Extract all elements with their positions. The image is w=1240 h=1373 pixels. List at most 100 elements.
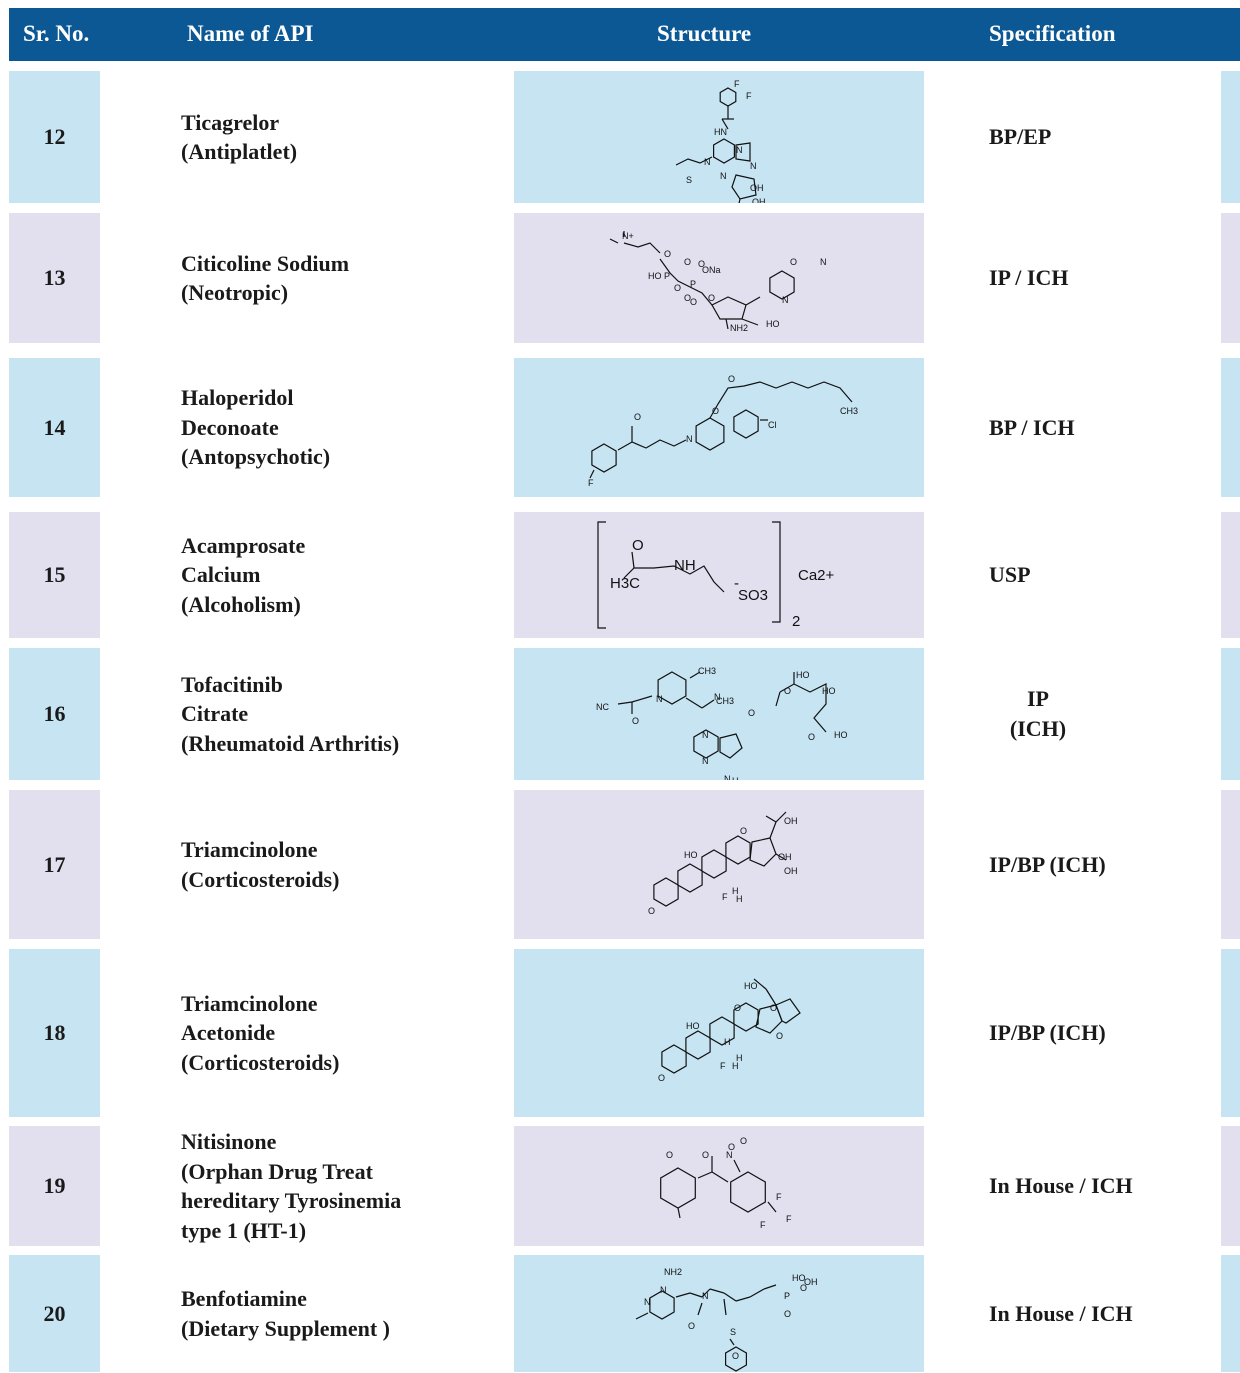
- api-name-line: Citicoline Sodium: [181, 250, 350, 276]
- structure-atom-label: N: [644, 1297, 651, 1307]
- api-name-line: Nitisinone: [181, 1129, 277, 1154]
- structure-atom-label: N: [686, 434, 693, 444]
- structure-atom-label: Ca2+: [798, 567, 835, 584]
- api-name-line: Acamprosate: [181, 532, 306, 558]
- structure-atom-label: O: [632, 716, 639, 726]
- api-name-line: (Rheumatoid Arthritis): [181, 730, 400, 756]
- specification-cell: BP/EP: [940, 71, 1180, 203]
- specification-line: BP/EP: [989, 124, 1052, 149]
- specification-line: IP/BP (ICH): [989, 1020, 1106, 1045]
- specification-line: BP / ICH: [989, 414, 1075, 440]
- structure-atom-label: N: [702, 756, 709, 766]
- row-edge-strip: [1221, 213, 1240, 343]
- structure-atom-label: F: [760, 1220, 766, 1230]
- api-name-line: Triamcinolone: [181, 990, 318, 1016]
- specification-cell: In House / ICH: [940, 1255, 1180, 1372]
- structure-atom-label: HO: [766, 319, 780, 329]
- structure-atom-label: N: [820, 257, 827, 267]
- structure-atom-label: F: [734, 79, 740, 89]
- structure-atom-label: O: [702, 1150, 709, 1160]
- specification-cell: USP: [940, 512, 1180, 638]
- structure-atom-label: HO: [744, 981, 758, 991]
- structure-atom-label: F: [746, 91, 752, 101]
- specification-line: IP/BP (ICH): [989, 851, 1106, 877]
- api-name-cell: Ticagrelor (Antiplatlet): [181, 71, 501, 203]
- table-header: Sr. No. Name of API Structure Specificat…: [9, 8, 1240, 61]
- structure-atom-label: H: [732, 886, 739, 896]
- structure-atom-label: CH3: [840, 406, 858, 416]
- row-edge-strip: [1221, 648, 1240, 780]
- structure-atom-label: HO: [686, 1021, 700, 1031]
- structure-atom-label: O: [784, 1309, 791, 1319]
- api-name-line: (Orphan Drug Treat: [181, 1158, 373, 1184]
- structure-atom-label: N: [660, 1285, 667, 1295]
- structure-atom-label: N: [750, 161, 757, 171]
- structure-atom-label: O: [740, 1136, 747, 1146]
- structure-atom-label: HO: [822, 686, 836, 696]
- api-name-line: (Antiplatlet): [181, 139, 298, 164]
- specification-line: (ICH): [1009, 716, 1067, 741]
- specification-line: IP: [1027, 686, 1049, 711]
- api-name-line: (Corticosteroids): [181, 1049, 340, 1075]
- structure-atom-label: HN: [714, 127, 727, 137]
- structure-atom-label: P: [690, 279, 696, 289]
- structure-atom-label: S: [686, 175, 692, 185]
- structure-atom-label: OH: [778, 852, 792, 862]
- specification-cell: IP/BP (ICH): [940, 790, 1180, 939]
- structure-atom-label: HO: [796, 670, 810, 680]
- api-name-line: Ticagrelor: [181, 109, 280, 135]
- structure-atom-label: O: [748, 708, 755, 718]
- sr-no-cell: 16: [9, 648, 100, 780]
- structure-atom-label: O: [740, 826, 747, 836]
- structure-atom-label: OH: [804, 1277, 818, 1287]
- structure-atom-label: O: [648, 906, 655, 916]
- structure-atom-label: N: [724, 774, 731, 780]
- api-name-line: (Antopsychotic): [181, 444, 331, 470]
- structure-atom-label: H: [732, 1061, 739, 1071]
- structure-atom-label: O: [632, 537, 644, 554]
- structure-atom-label: O: [728, 1142, 735, 1152]
- structure-atom-label: N+: [622, 231, 634, 241]
- structure-atom-label: CH3: [698, 666, 716, 676]
- structure-atom-label: H: [736, 1053, 743, 1063]
- structure-atom-label: O: [734, 1003, 741, 1013]
- api-name-line: hereditary Tyrosinemia: [181, 1188, 402, 1213]
- structure-atom-label: OH: [784, 816, 798, 826]
- specification-line: USP: [989, 562, 1031, 587]
- structure-atom-label: F: [786, 1214, 792, 1224]
- structure-atom-label: O: [666, 1150, 673, 1160]
- api-name-line: (Alcoholism): [181, 591, 301, 617]
- structure-atom-label: F: [776, 1192, 782, 1202]
- structure-atom-label: O: [698, 259, 705, 269]
- header-name-of-api: Name of API: [187, 21, 314, 46]
- structure-atom-label: CH3: [716, 696, 734, 706]
- structure-atom-label: O: [800, 1283, 807, 1293]
- structure-atom-label: O: [784, 686, 791, 696]
- structure-atom-label: N: [782, 295, 789, 305]
- structure-atom-label: HO: [648, 271, 662, 281]
- structure-atom-label: O: [808, 732, 815, 742]
- structure-atom-label: N: [656, 694, 663, 704]
- api-name-line: Acetonide: [181, 1020, 276, 1046]
- header-sr-no: Sr. No.: [23, 21, 90, 46]
- api-name-line: Tofacitinib: [181, 671, 283, 697]
- structure-atom-label: ONa: [702, 265, 721, 275]
- api-name-cell: Citicoline Sodium(Neotropic): [181, 213, 501, 343]
